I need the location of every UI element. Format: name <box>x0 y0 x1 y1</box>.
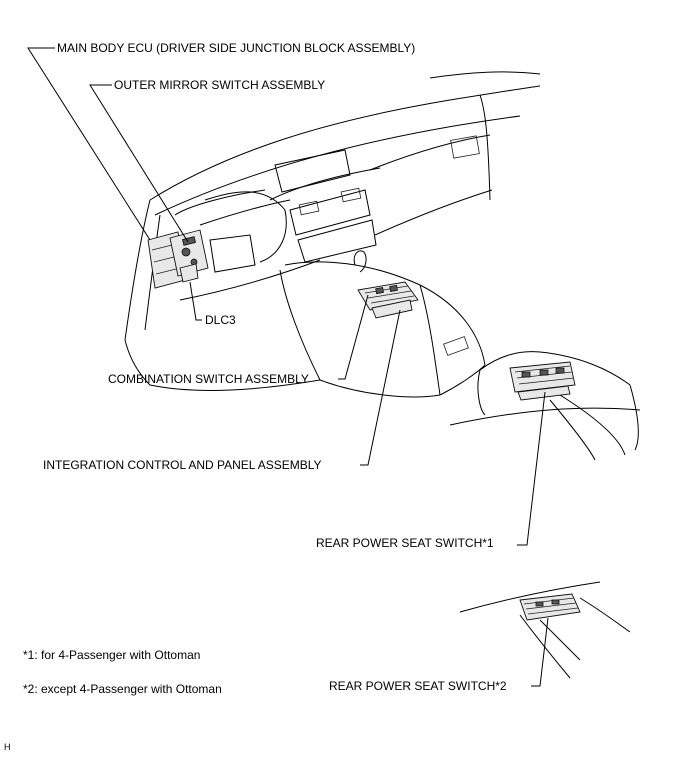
rear-seat-drawing-1 <box>449 351 641 461</box>
label-combination-switch: COMBINATION SWITCH ASSEMBLY <box>108 372 309 386</box>
leader-rear-seat-switch-2 <box>531 617 549 687</box>
leader-integration-control <box>360 309 401 466</box>
footnote-1: *1: for 4-Passenger with Ottoman <box>23 648 201 662</box>
leader-lines <box>27 47 549 687</box>
label-integration-control: INTEGRATION CONTROL AND PANEL ASSEMBLY <box>43 458 322 472</box>
rear-seat-drawing-2 <box>459 581 631 679</box>
footnote-2: *2: except 4-Passenger with Ottoman <box>23 682 222 696</box>
leader-main-body-ecu <box>27 47 151 241</box>
leader-outer-mirror-switch <box>89 84 189 243</box>
label-rear-power-seat-switch-1: REAR POWER SEAT SWITCH*1 <box>316 536 494 550</box>
leader-dlc3 <box>189 281 202 321</box>
label-outer-mirror-switch: OUTER MIRROR SWITCH ASSEMBLY <box>114 78 326 92</box>
label-rear-power-seat-switch-2: REAR POWER SEAT SWITCH*2 <box>329 679 507 693</box>
dashboard-drawing <box>124 71 541 398</box>
main-body-ecu-part <box>147 229 209 289</box>
illustration-code: H <box>4 742 11 752</box>
label-main-body-ecu: MAIN BODY ECU (DRIVER SIDE JUNCTION BLOC… <box>57 41 416 55</box>
label-dlc3: DLC3 <box>205 313 236 327</box>
leader-combination-switch <box>338 294 369 380</box>
leader-rear-seat-switch-1 <box>517 391 546 546</box>
